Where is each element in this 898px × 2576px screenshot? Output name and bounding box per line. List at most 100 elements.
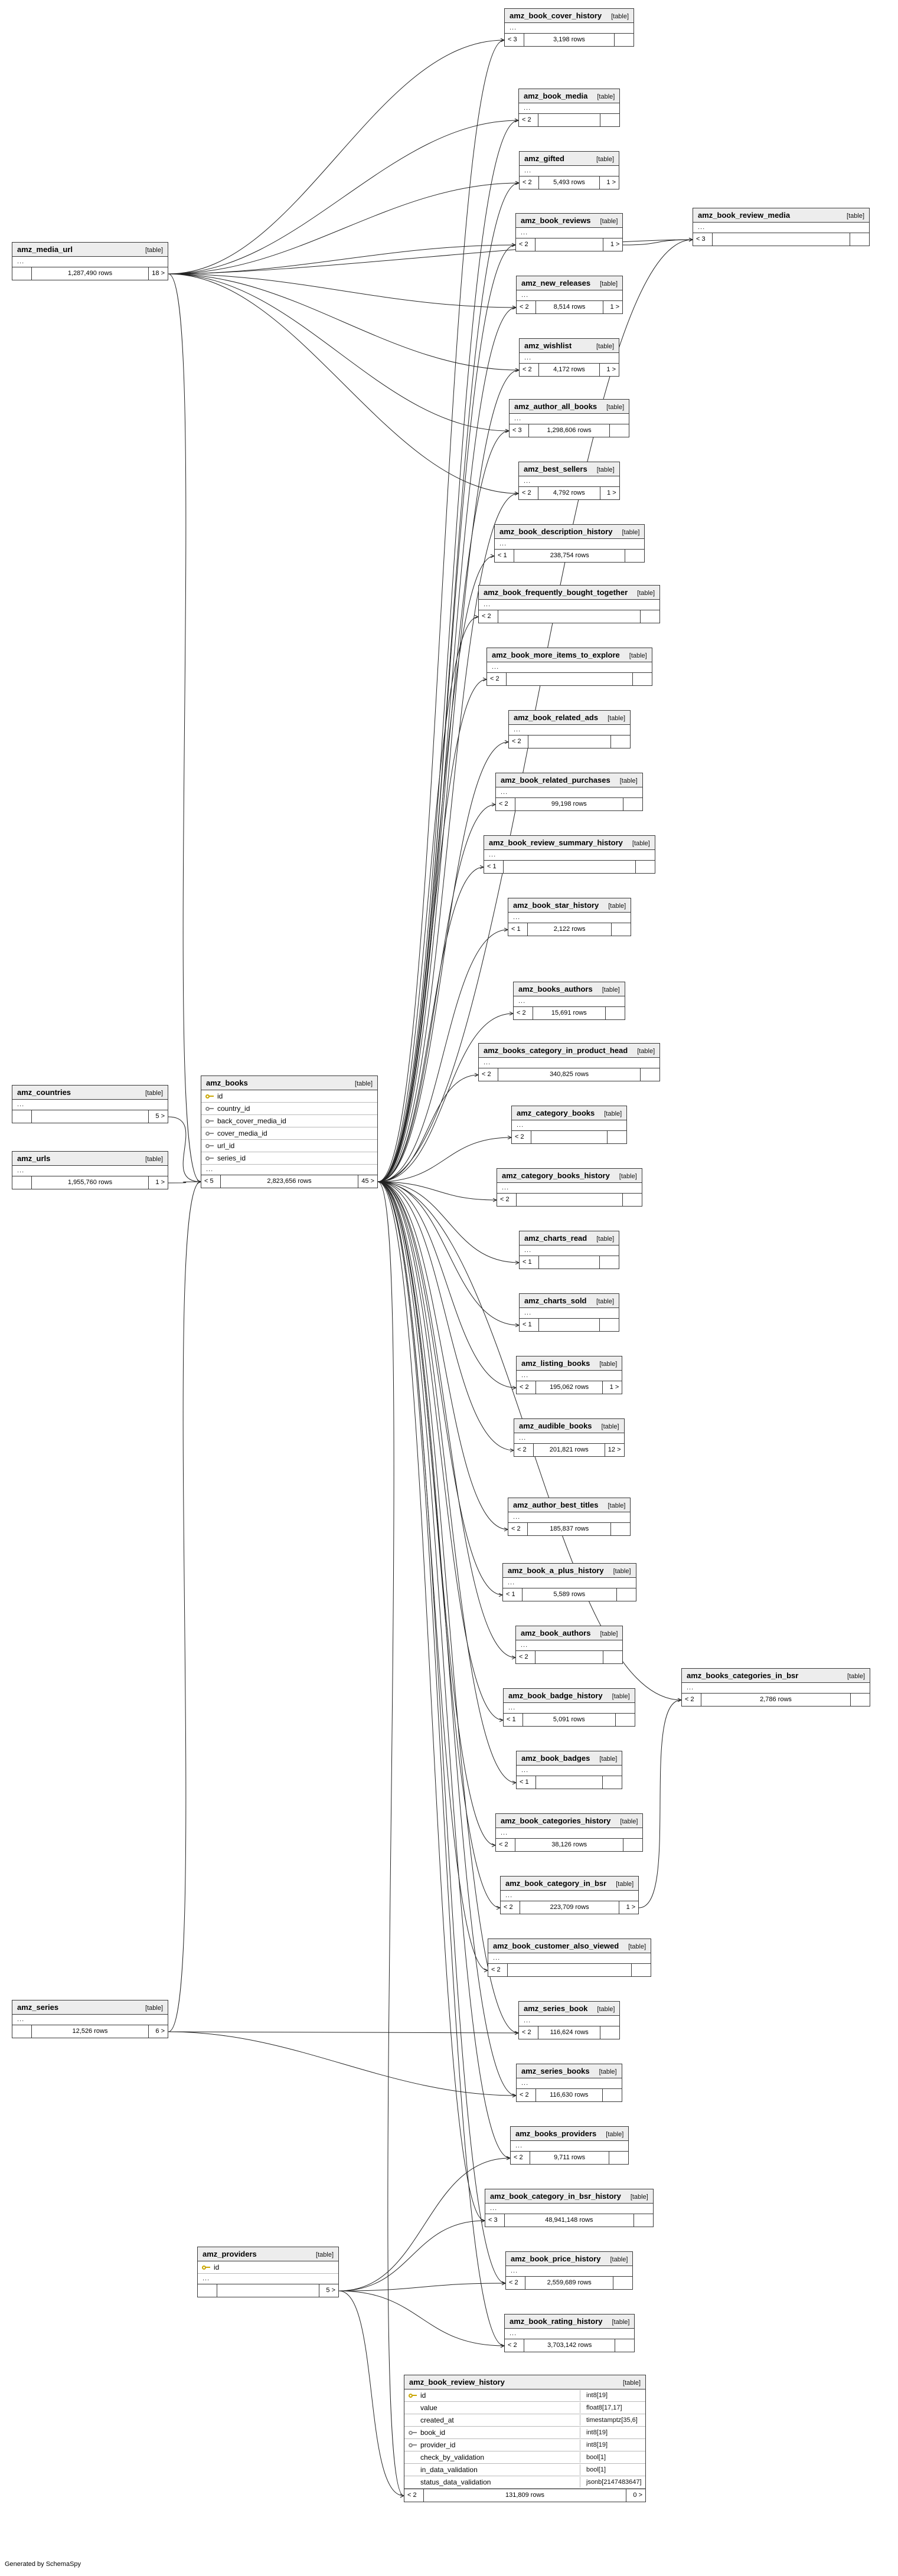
- table-amz_book_badges[interactable]: amz_book_badges [table] ... < 1: [516, 1751, 623, 1789]
- table-amz_category_books_history[interactable]: amz_category_books_history [table] ... <…: [497, 1168, 642, 1207]
- table-name[interactable]: amz_wishlist: [524, 341, 572, 350]
- table-name[interactable]: amz_book_more_items_to_explore: [492, 650, 620, 659]
- table-amz_gifted[interactable]: amz_gifted [table] ... < 2 5,493 rows 1 …: [519, 151, 619, 189]
- table-amz_best_sellers[interactable]: amz_best_sellers [table] ... < 2 4,792 r…: [518, 462, 620, 500]
- table-name[interactable]: amz_gifted: [524, 154, 564, 163]
- table-name[interactable]: amz_book_badges: [521, 1754, 590, 1763]
- table-name[interactable]: amz_book_authors: [521, 1629, 591, 1637]
- table-name[interactable]: amz_media_url: [17, 245, 73, 254]
- table-name[interactable]: amz_book_rating_history: [510, 2317, 603, 2326]
- table-amz_category_books[interactable]: amz_category_books [table] ... < 2: [511, 1106, 628, 1144]
- table-name[interactable]: amz_author_all_books: [514, 402, 597, 411]
- table-amz_listing_books[interactable]: amz_listing_books [table] ... < 2 195,06…: [516, 1356, 623, 1394]
- table-name[interactable]: amz_book_review_summary_history: [489, 838, 623, 847]
- table-name[interactable]: amz_book_related_ads: [514, 713, 599, 722]
- table-name[interactable]: amz_countries: [17, 1088, 71, 1097]
- table-amz_book_review_media[interactable]: amz_book_review_media [table] ... < 3: [693, 208, 870, 246]
- table-amz_book_reviews[interactable]: amz_book_reviews [table] ... < 2 1 >: [515, 213, 623, 251]
- table-name[interactable]: amz_providers: [203, 2250, 257, 2258]
- table-amz_book_more_items_to_explore[interactable]: amz_book_more_items_to_explore [table] .…: [486, 648, 652, 686]
- table-amz_books_categories_in_bsr[interactable]: amz_books_categories_in_bsr [table] ... …: [681, 1668, 870, 1707]
- table-name[interactable]: amz_series: [17, 2003, 59, 2012]
- table-amz_series_books[interactable]: amz_series_books [table] ... < 2 116,630…: [516, 2064, 622, 2102]
- table-amz_book_price_history[interactable]: amz_book_price_history [table] ... < 2 2…: [505, 2251, 634, 2290]
- table-amz_book_review_summary_history[interactable]: amz_book_review_summary_history [table] …: [484, 835, 655, 874]
- column-row[interactable]: id: [201, 1090, 377, 1103]
- table-name[interactable]: amz_book_media: [524, 91, 588, 100]
- table-name[interactable]: amz_books_authors: [518, 985, 593, 993]
- table-amz_charts_read[interactable]: amz_charts_read [table] ... < 1: [519, 1231, 620, 1269]
- table-amz_book_badge_history[interactable]: amz_book_badge_history [table] ... < 1 5…: [503, 1688, 635, 1727]
- table-amz_book_category_in_bsr[interactable]: amz_book_category_in_bsr [table] ... < 2…: [500, 1876, 639, 1914]
- table-name[interactable]: amz_audible_books: [519, 1421, 592, 1430]
- table-amz_author_best_titles[interactable]: amz_author_best_titles [table] ... < 2 1…: [508, 1498, 631, 1536]
- table-name[interactable]: amz_book_related_purchases: [501, 776, 610, 784]
- table-amz_book_customer_also_viewed[interactable]: amz_book_customer_also_viewed [table] ..…: [488, 1938, 652, 1977]
- table-amz_book_rating_history[interactable]: amz_book_rating_history [table] ... < 2 …: [504, 2314, 635, 2352]
- table-amz_books_authors[interactable]: amz_books_authors [table] ... < 2 15,691…: [513, 982, 625, 1020]
- table-amz_series_book[interactable]: amz_series_book [table] ... < 2 116,624 …: [518, 2001, 621, 2039]
- table-name[interactable]: amz_listing_books: [521, 1359, 590, 1368]
- table-name[interactable]: amz_book_cover_history: [510, 11, 602, 20]
- table-amz_book_related_purchases[interactable]: amz_book_related_purchases [table] ... <…: [495, 773, 643, 811]
- table-amz_book_category_in_bsr_history[interactable]: amz_book_category_in_bsr_history [table]…: [485, 2189, 654, 2227]
- table-amz_books_category_in_product_head[interactable]: amz_books_category_in_product_head [tabl…: [478, 1043, 661, 1081]
- table-amz_audible_books[interactable]: amz_audible_books [table] ... < 2 201,82…: [514, 1418, 625, 1457]
- table-amz_providers[interactable]: amz_providers [table] id ... 5 >: [197, 2247, 339, 2297]
- table-name[interactable]: amz_category_books_history: [502, 1171, 610, 1180]
- table-amz_book_frequently_bought_together[interactable]: amz_book_frequently_bought_together [tab…: [478, 585, 661, 623]
- table-name[interactable]: amz_author_best_titles: [513, 1501, 599, 1509]
- table-amz_author_all_books[interactable]: amz_author_all_books [table] ... < 3 1,2…: [509, 399, 630, 437]
- table-name[interactable]: amz_book_review_history: [409, 2378, 505, 2387]
- table-amz_book_cover_history[interactable]: amz_book_cover_history [table] ... < 3 3…: [504, 8, 635, 47]
- column-row[interactable]: url_id: [201, 1140, 377, 1152]
- column-row[interactable]: id: [198, 2261, 338, 2274]
- table-name[interactable]: amz_category_books: [517, 1109, 595, 1117]
- table-amz_series[interactable]: amz_series [table] ... 12,526 rows 6 >: [12, 2000, 168, 2038]
- table-amz_book_description_history[interactable]: amz_book_description_history [table] ...…: [494, 524, 645, 563]
- table-name[interactable]: amz_best_sellers: [524, 465, 587, 473]
- table-amz_book_categories_history[interactable]: amz_book_categories_history [table] ... …: [495, 1813, 644, 1852]
- table-amz_media_url[interactable]: amz_media_url [table] ... 1,287,490 rows…: [12, 242, 168, 280]
- table-name[interactable]: amz_new_releases: [521, 279, 591, 287]
- table-name[interactable]: amz_book_category_in_bsr: [505, 1879, 607, 1888]
- column-row[interactable]: back_cover_media_id: [201, 1115, 377, 1127]
- table-amz_new_releases[interactable]: amz_new_releases [table] ... < 2 8,514 r…: [516, 276, 623, 314]
- table-amz_book_star_history[interactable]: amz_book_star_history [table] ... < 1 2,…: [508, 898, 632, 936]
- table-name[interactable]: amz_series_books: [521, 2067, 590, 2075]
- table-name[interactable]: amz_book_reviews: [521, 216, 591, 225]
- table-name[interactable]: amz_charts_read: [524, 1234, 587, 1243]
- table-amz_charts_sold[interactable]: amz_charts_sold [table] ... < 1: [519, 1293, 619, 1332]
- table-name[interactable]: amz_charts_sold: [524, 1296, 587, 1305]
- table-amz_books_providers[interactable]: amz_books_providers [table] ... < 2 9,71…: [510, 2126, 629, 2165]
- table-name[interactable]: amz_book_category_in_bsr_history: [490, 2192, 621, 2201]
- column-row[interactable]: country_id: [201, 1103, 377, 1115]
- column-row[interactable]: series_id: [201, 1152, 377, 1165]
- table-name[interactable]: amz_series_book: [524, 2004, 588, 2013]
- table-name[interactable]: amz_book_frequently_bought_together: [484, 588, 628, 597]
- table-name[interactable]: amz_book_categories_history: [501, 1816, 611, 1825]
- table-name[interactable]: amz_books_category_in_product_head: [484, 1046, 628, 1055]
- table-name[interactable]: amz_book_review_media: [698, 211, 791, 220]
- table-amz_countries[interactable]: amz_countries [table] ... 5 >: [12, 1085, 168, 1123]
- table-amz_wishlist[interactable]: amz_wishlist [table] ... < 2 4,172 rows …: [519, 338, 619, 377]
- table-name[interactable]: amz_book_a_plus_history: [508, 1566, 604, 1575]
- table-name[interactable]: amz_book_price_history: [511, 2254, 601, 2263]
- table-name[interactable]: amz_book_customer_also_viewed: [493, 1941, 619, 1950]
- table-name[interactable]: amz_book_description_history: [499, 527, 613, 536]
- table-amz_book_authors[interactable]: amz_book_authors [table] ... < 2: [515, 1626, 623, 1664]
- table-amz_book_media[interactable]: amz_book_media [table] ... < 2: [518, 89, 621, 127]
- table-name[interactable]: amz_urls: [17, 1154, 51, 1163]
- table-name[interactable]: amz_book_star_history: [513, 901, 599, 910]
- table-amz_book_related_ads[interactable]: amz_book_related_ads [table] ... < 2: [508, 710, 631, 748]
